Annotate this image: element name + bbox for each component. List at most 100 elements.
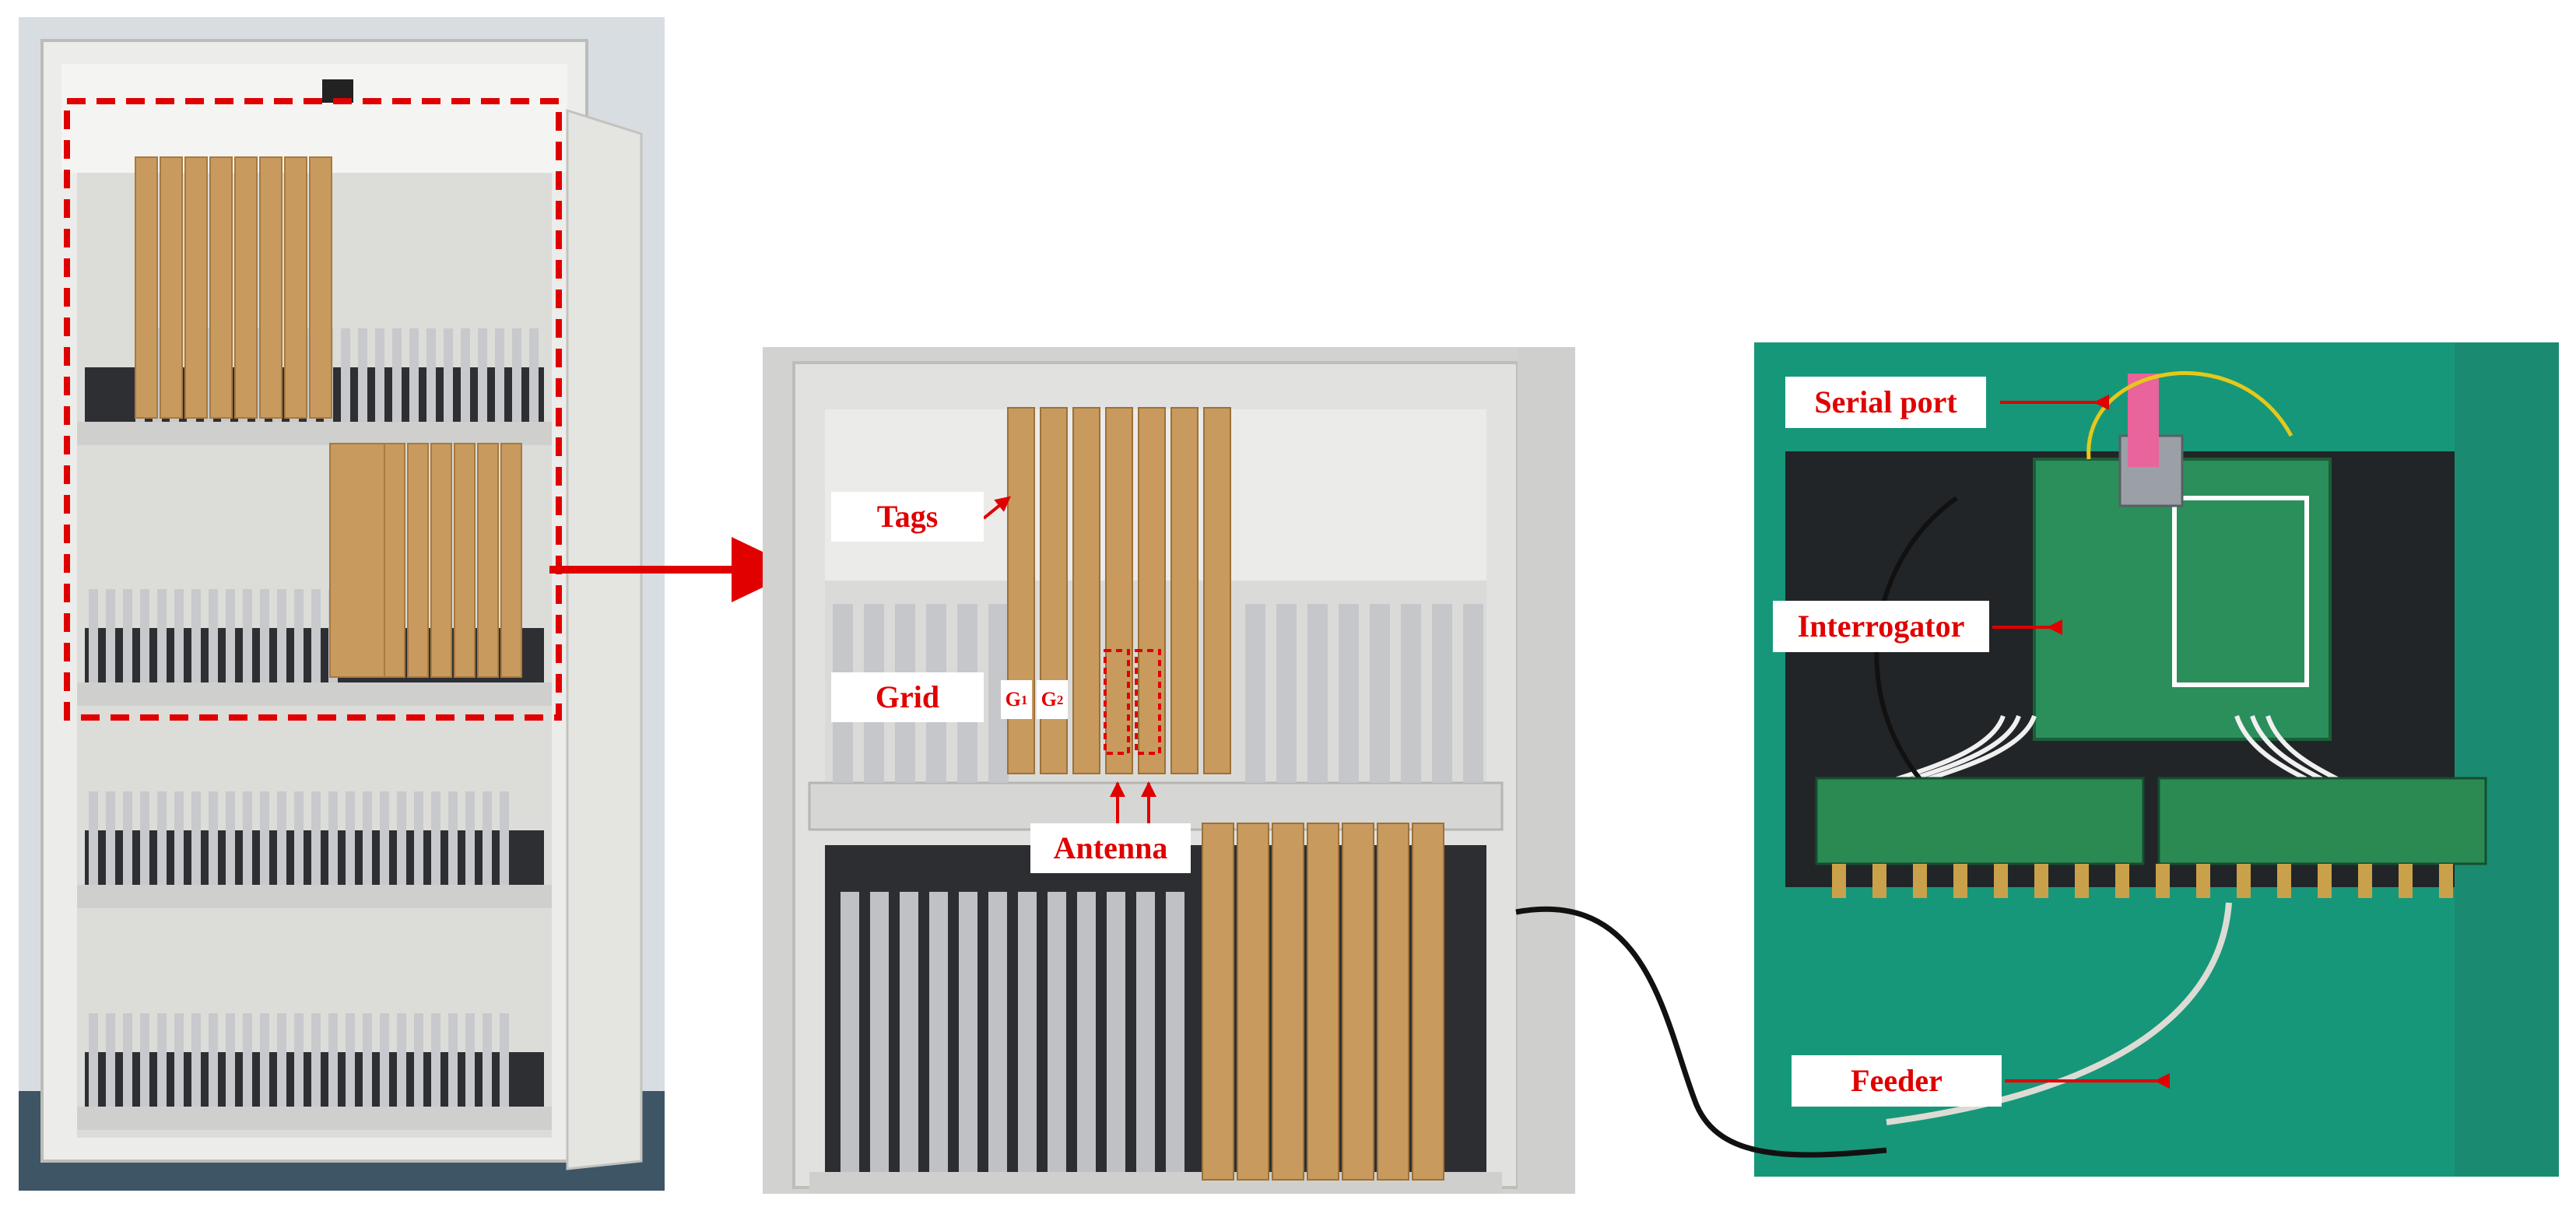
divider-panel	[209, 589, 218, 682]
label-grid: Grid	[831, 672, 984, 722]
divider-panel	[277, 589, 286, 682]
divider-panel	[500, 1013, 509, 1107]
divider-panel	[483, 1013, 492, 1107]
divider-panel	[123, 589, 132, 682]
divider-panel	[444, 328, 453, 422]
divider-panel	[363, 791, 372, 885]
sma-connector	[2034, 864, 2048, 898]
divider-panel	[260, 589, 269, 682]
board-illustration	[1754, 342, 2559, 1177]
divider-panel	[448, 1013, 458, 1107]
divider-panel	[140, 1013, 149, 1107]
cabinet-dividers	[89, 328, 539, 1107]
label-tags: Tags	[831, 492, 984, 542]
divider-panel	[140, 589, 149, 682]
divider-panel	[174, 1013, 184, 1107]
divider-panel	[478, 328, 487, 422]
divider-panel	[1018, 892, 1037, 1172]
divider-panel	[123, 1013, 132, 1107]
divider-panel	[191, 1013, 201, 1107]
divider-panel	[1077, 892, 1096, 1172]
divider-panel	[483, 791, 492, 885]
divider-panel	[226, 1013, 235, 1107]
divider-panel	[431, 1013, 440, 1107]
selection-dashed-box	[64, 98, 562, 721]
divider-panel	[106, 589, 115, 682]
divider-panel	[277, 791, 286, 885]
sma-connector	[2115, 864, 2129, 898]
shelf-illustration	[763, 347, 1575, 1194]
divider-panel	[1276, 604, 1297, 783]
divider-panel	[106, 791, 115, 885]
divider-panel	[392, 328, 402, 422]
divider-panel	[311, 1013, 321, 1107]
sma-connector	[2399, 864, 2413, 898]
shelf-tags-bottom	[1202, 823, 1444, 1181]
divider-panel	[191, 589, 201, 682]
divider-panel	[89, 1013, 98, 1107]
divider-panel	[294, 791, 304, 885]
divider-panel	[414, 791, 423, 885]
divider-panel	[174, 589, 184, 682]
sma-connector	[1994, 864, 2008, 898]
divider-panel	[841, 892, 859, 1172]
sma-connector	[2156, 864, 2170, 898]
cabinet-tags-middle	[329, 443, 522, 678]
divider-panel	[1432, 604, 1452, 783]
divider-panel	[1166, 892, 1184, 1172]
divider-panel	[380, 1013, 389, 1107]
divider-panel	[191, 791, 201, 885]
divider-panel	[870, 892, 889, 1172]
label-g1-base: G	[1005, 688, 1021, 711]
divider-panel	[929, 892, 948, 1172]
sma-connector	[2318, 864, 2332, 898]
divider-panel	[529, 328, 539, 422]
divider-panel	[140, 791, 149, 885]
divider-panel	[397, 1013, 406, 1107]
divider-panel	[157, 791, 167, 885]
divider-panel	[243, 589, 252, 682]
divider-panel	[243, 791, 252, 885]
sma-connector	[2196, 864, 2210, 898]
cabinet-illustration	[19, 17, 665, 1191]
divider-panel	[106, 1013, 115, 1107]
divider-panel	[260, 791, 269, 885]
divider-panel	[209, 791, 218, 885]
divider-panel	[397, 791, 406, 885]
divider-panel	[89, 589, 98, 682]
divider-panel	[346, 791, 355, 885]
divider-panel	[461, 328, 470, 422]
divider-panel	[1307, 604, 1328, 783]
sma-connector	[1872, 864, 1886, 898]
sma-connector	[2075, 864, 2089, 898]
divider-panel	[1107, 892, 1125, 1172]
divider-panel	[900, 892, 918, 1172]
divider-panel	[1339, 604, 1359, 783]
divider-panel	[174, 791, 184, 885]
label-g2-sub: 2	[1056, 692, 1064, 707]
sma-connector	[1953, 864, 1967, 898]
divider-panel	[209, 1013, 218, 1107]
cabinet-tags-top	[135, 156, 332, 419]
sma-connector	[2358, 864, 2372, 898]
antenna-dashed-box-right	[1135, 649, 1161, 755]
label-serial-port: Serial port	[1785, 377, 1986, 428]
divider-panel	[277, 1013, 286, 1107]
shelf-closeup-photo	[763, 347, 1575, 1194]
divider-panel	[959, 892, 977, 1172]
divider-panel	[1136, 892, 1155, 1172]
divider-panel	[328, 1013, 338, 1107]
sma-connectors	[1832, 864, 2453, 898]
label-interrogator: Interrogator	[1773, 601, 1989, 652]
divider-panel	[500, 791, 509, 885]
divider-panel	[226, 791, 235, 885]
shelf-dividers	[833, 604, 1483, 1172]
divider-panel	[311, 589, 321, 682]
label-g2-base: G	[1041, 688, 1057, 711]
sma-connector	[2439, 864, 2453, 898]
divider-panel	[465, 791, 475, 885]
antenna-dashed-box-left	[1104, 649, 1130, 755]
divider-panel	[341, 328, 350, 422]
